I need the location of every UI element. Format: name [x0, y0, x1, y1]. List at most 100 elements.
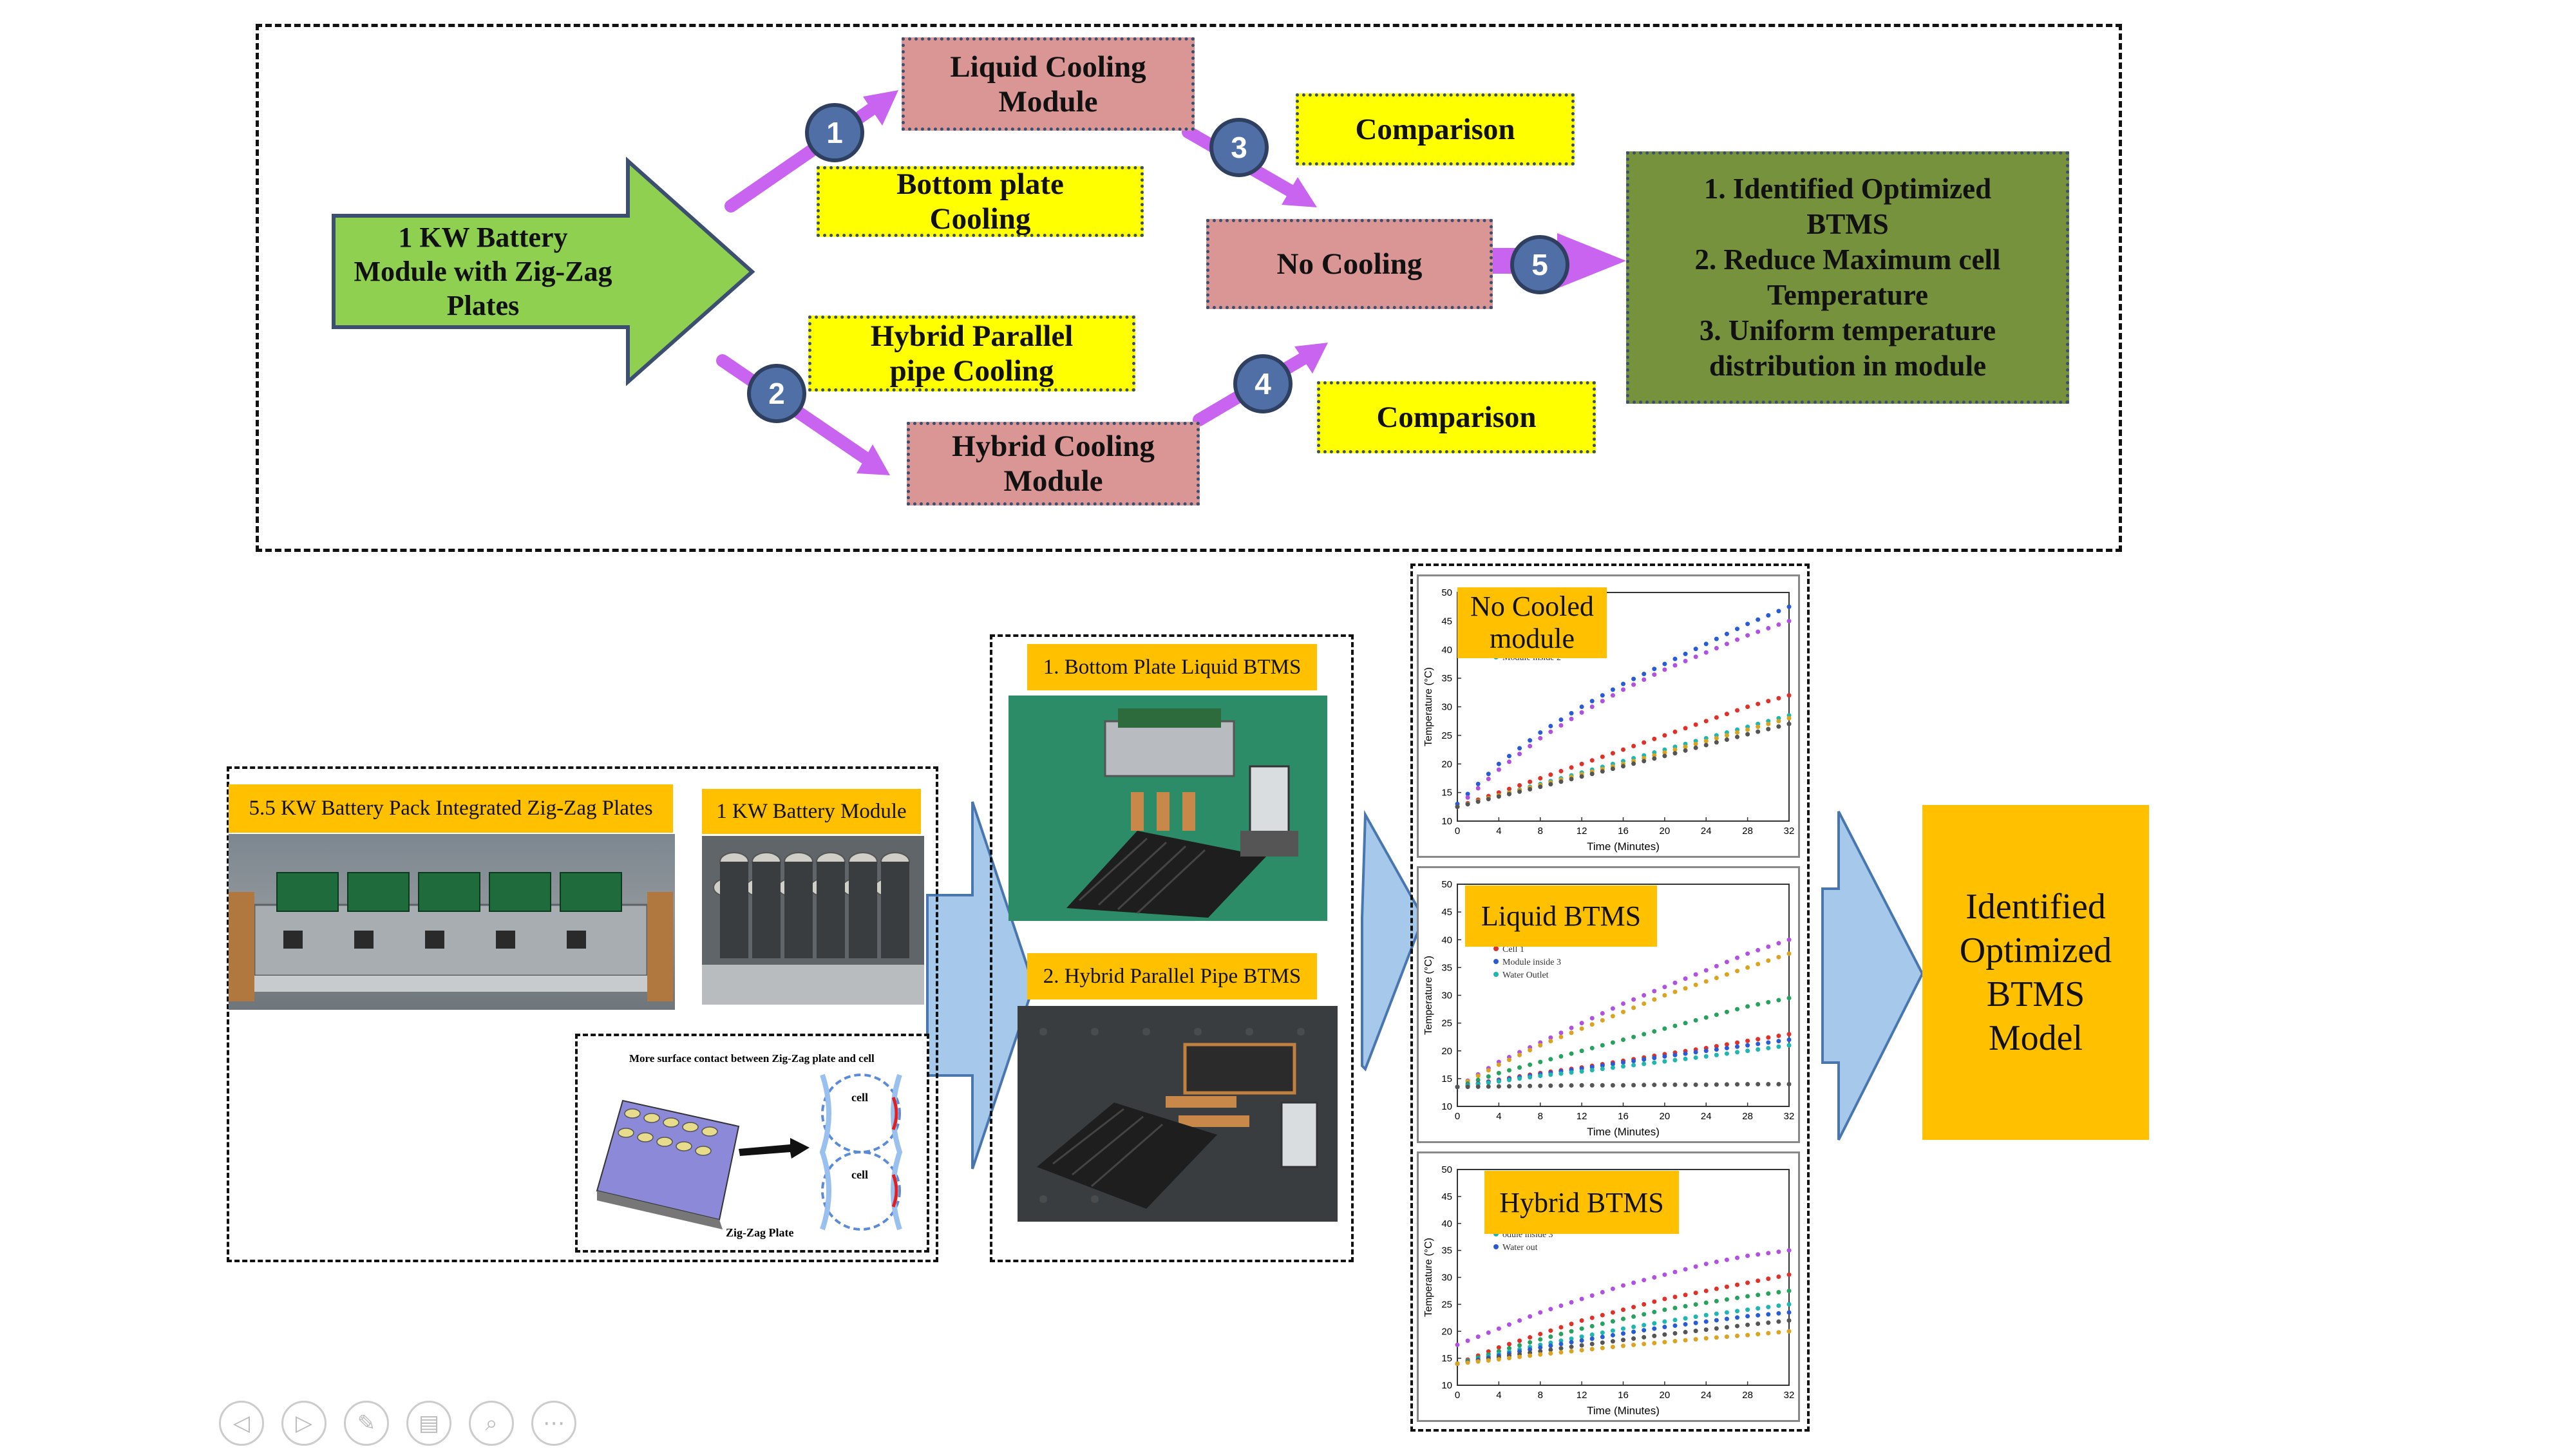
x-tick-label: 8: [1538, 1390, 1543, 1401]
pen-icon[interactable]: ✎: [344, 1401, 389, 1446]
data-point-series-3: [1776, 1033, 1781, 1038]
data-point-series-2: [1579, 761, 1584, 766]
data-point-series-4: [1631, 1058, 1636, 1063]
data-point-series-0: [1766, 944, 1771, 949]
data-point-series-2: [1538, 775, 1543, 781]
data-point-series-0: [1475, 781, 1481, 786]
data-point-series-2: [1610, 751, 1615, 756]
data-point-series-1: [1631, 1305, 1636, 1310]
data-point-series-2: [1766, 999, 1771, 1005]
data-point-series-2: [1652, 1029, 1657, 1034]
data-point-series-1: [1621, 687, 1625, 692]
previous-icon[interactable]: ◁: [219, 1401, 264, 1446]
data-point-series-4: [1786, 1037, 1792, 1042]
cell-circle-lower: [821, 1151, 901, 1231]
data-point-series-0: [1724, 960, 1729, 965]
data-point-series-1: [1766, 1276, 1771, 1282]
data-point-series-2: [1558, 1054, 1564, 1059]
more-icon[interactable]: ⋯: [531, 1401, 576, 1446]
data-point-series-1: [1756, 961, 1761, 967]
zoom-icon[interactable]: ⌕: [469, 1401, 514, 1446]
data-point-series-0: [1735, 955, 1740, 960]
data-point-series-4: [1735, 730, 1740, 735]
data-point-series-6: [1693, 1337, 1698, 1342]
x-tick-label: 32: [1784, 1111, 1795, 1122]
chart-no-cooled-title: No Cooled module: [1457, 587, 1607, 658]
data-point-series-5: [1569, 1344, 1574, 1349]
data-point-series-0: [1528, 1314, 1533, 1319]
data-point-series-4: [1724, 733, 1729, 738]
data-point-series-2: [1652, 736, 1657, 741]
data-point-series-4: [1786, 1310, 1792, 1315]
data-point-series-2: [1703, 1015, 1709, 1020]
data-point-series-0: [1621, 1283, 1625, 1288]
data-point-series-1: [1724, 1284, 1729, 1289]
y-tick-label: 10: [1441, 1380, 1452, 1391]
data-point-series-1: [1465, 795, 1470, 800]
x-tick-label: 28: [1742, 826, 1753, 837]
data-point-series-1: [1600, 699, 1605, 704]
data-point-series-0: [1600, 1290, 1605, 1295]
slides-icon[interactable]: ▤: [406, 1401, 451, 1446]
data-point-series-2: [1528, 1062, 1533, 1067]
data-point-series-3: [1631, 1324, 1636, 1329]
data-point-series-2: [1558, 768, 1564, 773]
data-point-series-0: [1589, 1293, 1595, 1298]
data-point-series-0: [1672, 656, 1678, 661]
data-point-series-1: [1621, 1307, 1625, 1312]
data-point-series-2: [1610, 1040, 1615, 1045]
data-point-series-6: [1506, 1084, 1511, 1089]
data-point-series-0: [1642, 671, 1647, 676]
legend-marker: [1493, 1244, 1499, 1249]
data-point-series-5: [1766, 726, 1771, 732]
data-point-series-0: [1693, 1264, 1698, 1269]
data-point-series-1: [1642, 1302, 1647, 1307]
data-point-series-1: [1517, 752, 1522, 757]
data-point-series-6: [1703, 1082, 1709, 1087]
data-point-series-2: [1548, 772, 1553, 777]
data-point-series-2: [1756, 1293, 1761, 1298]
data-point-series-3: [1756, 1306, 1761, 1311]
data-point-series-4: [1610, 1332, 1615, 1338]
data-point-series-6: [1631, 1083, 1636, 1088]
data-point-series-1: [1486, 1068, 1491, 1073]
y-axis-label: Temperature (°C): [1423, 956, 1434, 1035]
next-icon[interactable]: ▷: [281, 1401, 327, 1446]
data-point-series-5: [1475, 799, 1481, 804]
data-point-series-5: [1714, 740, 1719, 745]
data-point-series-0: [1693, 972, 1698, 977]
data-point-series-1: [1683, 986, 1688, 991]
data-point-series-2: [1517, 1065, 1522, 1070]
data-point-series-5: [1642, 1334, 1647, 1340]
battery-pack-label: 5.5 KW Battery Pack Integrated Zig-Zag P…: [229, 784, 673, 833]
data-point-series-0: [1683, 1267, 1688, 1272]
data-point-series-4: [1652, 1056, 1657, 1061]
y-tick-label: 40: [1441, 934, 1452, 945]
y-tick-label: 30: [1441, 990, 1452, 1001]
data-point-series-5: [1610, 1065, 1615, 1070]
data-point-series-1: [1506, 759, 1511, 764]
data-point-series-1: [1776, 622, 1781, 627]
data-point-series-2: [1517, 1343, 1522, 1348]
data-point-series-6: [1475, 1359, 1481, 1364]
step-2-badge: 2: [747, 364, 806, 423]
data-point-series-0: [1579, 1296, 1584, 1302]
data-point-series-6: [1569, 1349, 1574, 1354]
data-point-series-4: [1693, 741, 1698, 746]
data-point-series-4: [1538, 1345, 1543, 1350]
data-point-series-1: [1579, 1318, 1584, 1323]
data-point-series-6: [1465, 1360, 1470, 1365]
x-tick-label: 0: [1455, 1111, 1460, 1122]
data-point-series-2: [1538, 1059, 1543, 1065]
data-point-series-1: [1589, 705, 1595, 709]
data-point-series-0: [1776, 1249, 1781, 1255]
step-3-badge: 3: [1209, 118, 1269, 177]
data-point-series-1: [1600, 1312, 1605, 1318]
data-point-series-0: [1745, 1253, 1750, 1258]
optimized-btms-result-box: Identified Optimized BTMS Model: [1922, 805, 2149, 1140]
data-point-series-0: [1486, 1330, 1491, 1335]
data-point-series-0: [1766, 1251, 1771, 1256]
data-point-series-0: [1735, 627, 1740, 632]
data-point-series-1: [1496, 767, 1501, 772]
data-point-series-5: [1756, 1321, 1761, 1327]
